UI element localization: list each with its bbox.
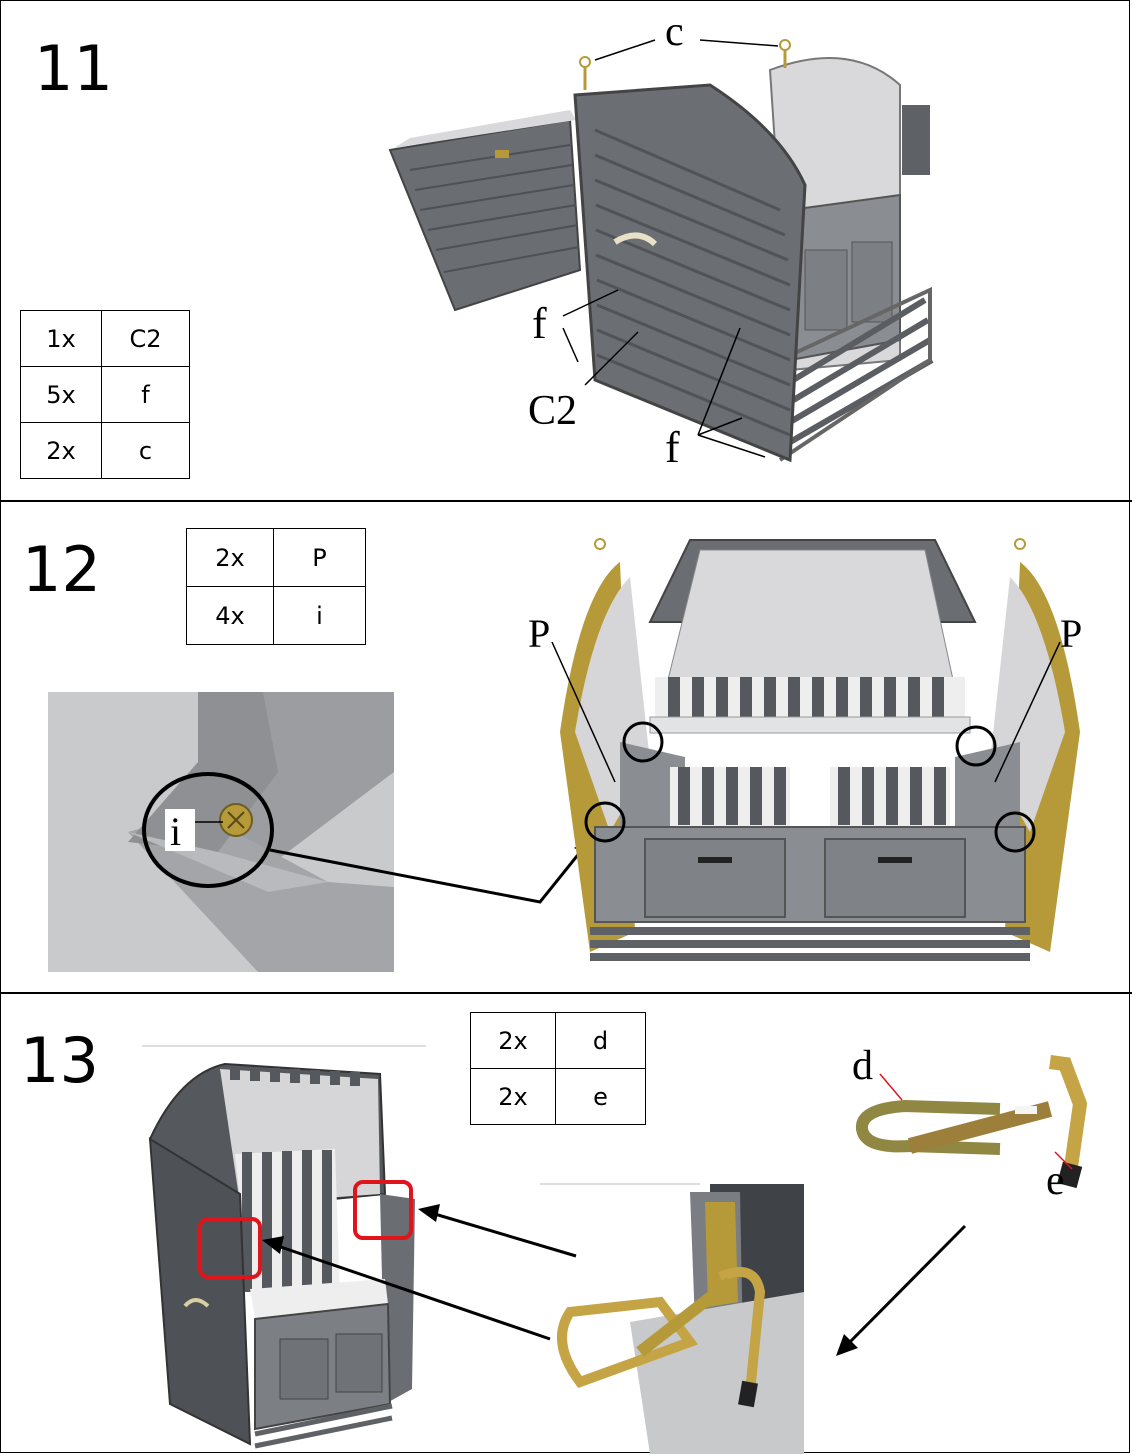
part-code: e [555, 1068, 646, 1125]
assembly-illustration-12 [551, 538, 1080, 961]
callout-d: d [852, 1043, 873, 1089]
closeup-photo-bracket [540, 1183, 804, 1454]
step-number: 13 [20, 1024, 99, 1097]
parts-row: 2x e [470, 1068, 646, 1125]
part-qty: 2x [470, 1068, 556, 1125]
callout-c2: C2 [528, 388, 577, 434]
parts-table: 1x C2 5x f 2x c [20, 310, 190, 479]
part-code: d [555, 1012, 646, 1069]
callout-e: e [1046, 1158, 1065, 1204]
callout-p: P [1060, 611, 1082, 656]
part-qty: 4x [186, 586, 274, 645]
parts-table: 2x P 4x i [186, 528, 366, 645]
parts-row: 5x f [20, 366, 190, 423]
part-code: P [273, 528, 366, 587]
step-11: 11 1x C2 5x f 2x c [0, 0, 1132, 500]
parts-row: 4x i [186, 586, 366, 645]
step-number: 12 [22, 533, 101, 606]
part-qty: 2x [20, 422, 102, 479]
part-qty: 2x [186, 528, 274, 587]
parts-table: 2x d 2x e [470, 1012, 646, 1125]
callout-f: f [665, 423, 680, 472]
step-12: 12 2x P 4x i i [0, 502, 1132, 992]
callout-i: i [170, 809, 181, 854]
part-code: f [101, 366, 190, 423]
parts-row: 2x c [20, 422, 190, 479]
assembly-illustration-11 [388, 39, 934, 463]
part-code: c [101, 422, 190, 479]
callout-c: c [665, 9, 684, 55]
parts-row: 2x d [470, 1012, 646, 1069]
step-13: 13 2x d 2x e [0, 994, 1132, 1454]
part-qty: 5x [20, 366, 102, 423]
part-qty: 2x [470, 1012, 556, 1069]
step-12-callouts: P P [528, 611, 1082, 656]
part-code: i [273, 586, 366, 645]
beach-chair-photo [142, 1045, 426, 1449]
section-divider [0, 992, 1132, 994]
callout-p: P [528, 611, 550, 656]
parts-row: 2x P [186, 528, 366, 587]
step-11-callouts: c f C2 f [528, 9, 684, 472]
callout-f: f [532, 299, 547, 348]
step-number: 11 [34, 32, 113, 105]
section-divider [0, 500, 1132, 502]
step-13-callouts: d e [262, 1043, 1065, 1356]
detail-photo-screw [48, 692, 394, 972]
parts-photo-d-e [856, 1055, 1088, 1189]
